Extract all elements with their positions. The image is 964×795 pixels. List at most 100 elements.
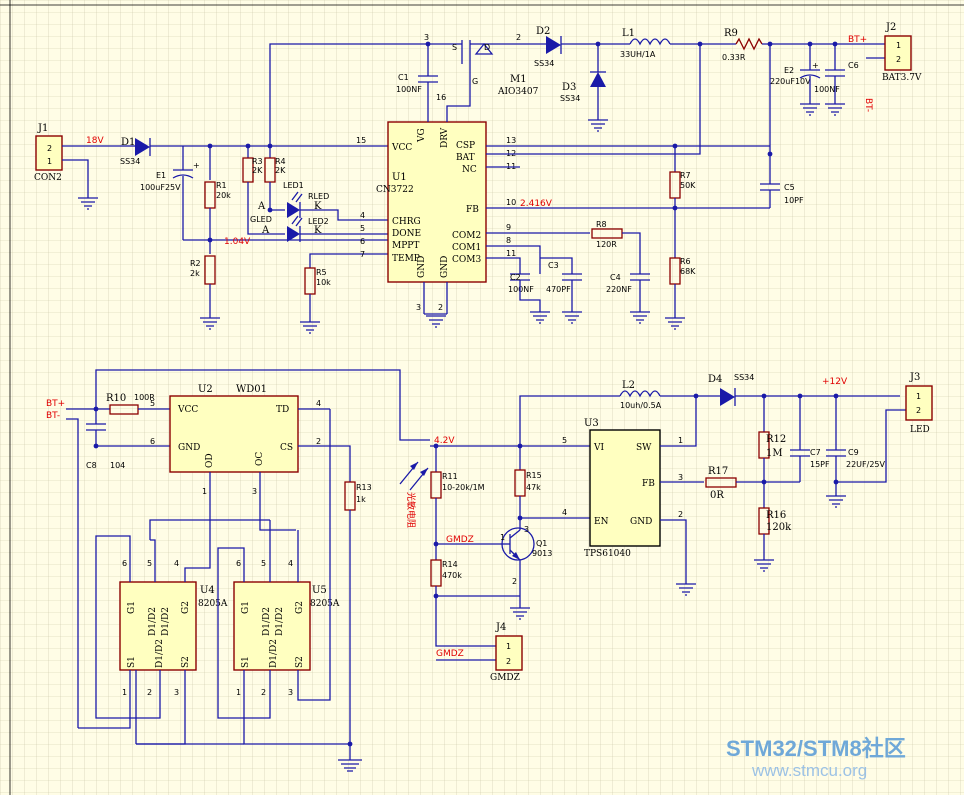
- svg-text:1: 1: [500, 533, 505, 542]
- svg-text:VG: VG: [417, 128, 427, 143]
- svg-text:RLED: RLED: [308, 192, 329, 201]
- chip-u2: U2 WD01 VCC GND OD OC TD CS 5 6 1 3 4 2: [150, 384, 321, 496]
- svg-text:SS34: SS34: [560, 94, 580, 103]
- ground-protection: [338, 759, 362, 772]
- svg-text:3: 3: [524, 525, 529, 534]
- svg-text:SS34: SS34: [534, 59, 554, 68]
- connector-j4: J4 1 2 GMDZ: [490, 622, 523, 683]
- svg-text:5: 5: [360, 224, 365, 233]
- svg-text:U1: U1: [392, 172, 407, 183]
- svg-text:Q1: Q1: [536, 539, 547, 548]
- svg-text:9013: 9013: [532, 549, 552, 558]
- svg-text:K: K: [314, 201, 322, 212]
- svg-text:R13: R13: [356, 483, 372, 492]
- svg-text:BAT: BAT: [456, 153, 475, 163]
- svg-text:6: 6: [150, 437, 155, 446]
- svg-text:COM1: COM1: [452, 243, 481, 253]
- svg-text:LED: LED: [910, 425, 930, 435]
- svg-text:CS: CS: [280, 443, 293, 453]
- svg-text:R16: R16: [766, 510, 786, 521]
- svg-text:G1: G1: [241, 601, 251, 614]
- svg-text:11: 11: [506, 249, 516, 258]
- svg-text:4: 4: [174, 559, 179, 568]
- svg-text:光敏电阻: 光敏电阻: [405, 492, 417, 528]
- svg-text:LED2: LED2: [308, 217, 329, 226]
- svg-text:G: G: [472, 77, 478, 86]
- inductor-l2: L2 10uh/0.5A: [619, 380, 662, 410]
- ground-q1: [510, 607, 530, 620]
- svg-text:G2: G2: [295, 601, 305, 614]
- svg-text:SS34: SS34: [734, 373, 754, 382]
- svg-text:EN: EN: [594, 517, 609, 527]
- ground-c6: [825, 103, 845, 116]
- svg-text:4: 4: [316, 399, 321, 408]
- svg-text:6: 6: [360, 237, 365, 246]
- net-bt-plus: BT+: [848, 35, 867, 45]
- svg-text:2: 2: [516, 33, 521, 42]
- svg-text:TEMP: TEMP: [392, 254, 420, 264]
- svg-text:2: 2: [438, 303, 443, 312]
- svg-text:COM3: COM3: [452, 255, 481, 265]
- svg-text:TPS61040: TPS61040: [584, 549, 631, 559]
- svg-text:68K: 68K: [680, 267, 696, 276]
- svg-text:R8: R8: [596, 220, 607, 229]
- svg-text:E2: E2: [784, 66, 794, 75]
- svg-text:10PF: 10PF: [784, 196, 804, 205]
- svg-text:100NF: 100NF: [814, 85, 840, 94]
- svg-text:D1/D2: D1/D2: [262, 607, 272, 636]
- svg-text:C7: C7: [810, 448, 821, 457]
- resistor-r9: R9 0.33R: [722, 28, 763, 62]
- svg-text:D1/D2: D1/D2: [161, 607, 171, 636]
- svg-text:R5: R5: [316, 268, 327, 277]
- svg-text:VCC: VCC: [391, 143, 412, 153]
- svg-text:13: 13: [506, 136, 516, 145]
- svg-text:S2: S2: [295, 656, 305, 668]
- diode-d2: D2 SS34: [534, 26, 562, 68]
- svg-text:5: 5: [150, 399, 155, 408]
- svg-text:SW: SW: [636, 443, 652, 453]
- svg-text:D2: D2: [536, 26, 550, 37]
- svg-text:100R: 100R: [134, 393, 155, 402]
- svg-text:R3: R3: [252, 157, 263, 166]
- svg-text:22UF/25V: 22UF/25V: [846, 460, 886, 469]
- svg-text:4: 4: [360, 211, 365, 220]
- net-gmdz: GMDZ: [446, 535, 474, 545]
- svg-text:0.33R: 0.33R: [722, 53, 746, 62]
- svg-text:NC: NC: [462, 165, 477, 175]
- svg-text:R11: R11: [442, 472, 458, 481]
- svg-text:R12: R12: [766, 434, 786, 445]
- diode-d1: D1 SS34: [120, 137, 151, 166]
- svg-text:2K: 2K: [275, 166, 286, 175]
- net-18v: 18V: [86, 136, 104, 146]
- chip-u1: U1 CN3722 VCC CHRG DONE MPPT TEMP CSP BA…: [356, 93, 516, 312]
- svg-text:100uF25V: 100uF25V: [140, 183, 181, 192]
- svg-text:3: 3: [424, 33, 429, 42]
- ground-r2: [200, 317, 220, 330]
- svg-text:C2: C2: [510, 273, 521, 282]
- net-4v2: 4.2V: [434, 436, 455, 446]
- ground-r5: [300, 321, 320, 334]
- connector-j2: J2 1 2 BAT3.7V: [882, 22, 922, 83]
- svg-text:R9: R9: [724, 28, 738, 39]
- svg-text:2: 2: [261, 688, 266, 697]
- svg-text:FB: FB: [466, 205, 479, 215]
- ground-u1: [426, 315, 446, 328]
- inductor-l1: L1 33UH/1A: [620, 28, 671, 59]
- svg-text:GND: GND: [417, 256, 427, 278]
- svg-text:OC: OC: [255, 452, 265, 466]
- svg-text:AIO3407: AIO3407: [497, 87, 539, 97]
- svg-text:E1: E1: [156, 171, 166, 180]
- svg-text:D4: D4: [708, 374, 722, 385]
- chip-u3: U3 TPS61040 VI EN SW FB GND 5 4 1 3 2: [562, 418, 683, 559]
- svg-text:GMDZ: GMDZ: [490, 673, 520, 683]
- svg-text:R10: R10: [106, 393, 126, 404]
- svg-text:C8: C8: [86, 461, 97, 470]
- svg-text:7: 7: [360, 250, 365, 259]
- svg-text:1: 1: [236, 688, 241, 697]
- ground-d3: [588, 119, 608, 132]
- svg-text:3: 3: [288, 688, 293, 697]
- svg-text:2: 2: [896, 55, 901, 64]
- svg-text:220uF10V: 220uF10V: [770, 77, 811, 86]
- svg-text:BAT3.7V: BAT3.7V: [882, 73, 922, 83]
